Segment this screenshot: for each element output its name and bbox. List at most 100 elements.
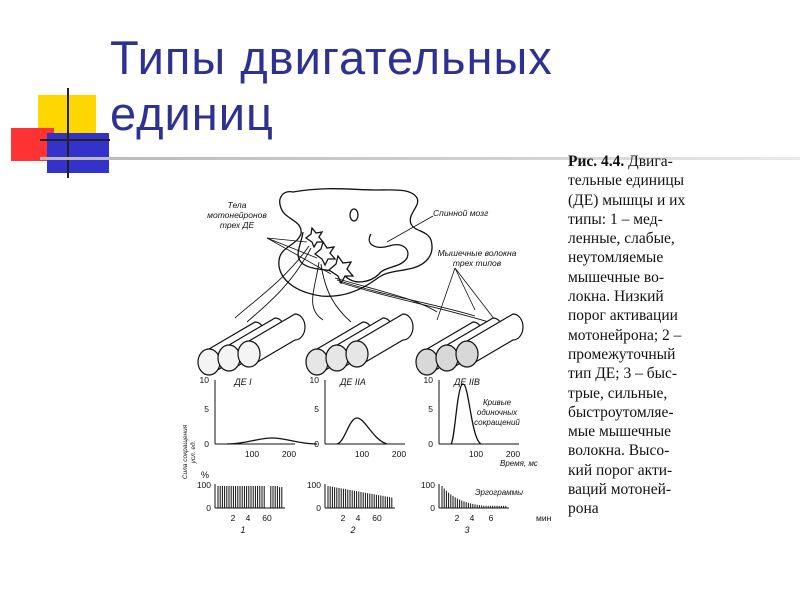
caption-line: быстроутомляе- [568,403,740,422]
caption-text: локна. Низкий [568,288,664,306]
panel-title: ДЕ IIB [453,377,480,387]
deco-vertical-line [67,88,69,178]
motoneuron-2 [313,240,337,267]
muscle-fiber-end [237,340,261,368]
ergogram-x-tick: 60 [372,513,382,523]
twitch-y-tick: 0 [204,439,209,449]
caption-line: мышечные во- [568,268,740,287]
caption-line: промежуточный [568,345,740,364]
label-muscle-fibers-2: трех типов [453,258,502,268]
twitch-x-tick: 100 [245,449,259,459]
caption-line: (ДЕ) мышцы и их [568,191,740,210]
muscle-fiber-end [435,344,459,372]
twitch-y-tick: 5 [428,404,433,414]
caption-text: мые мышечные [568,423,672,441]
twitch-y-tick: 0 [314,439,319,449]
caption-text: мышечные во- [568,268,665,286]
panel-number: 3 [464,525,469,535]
caption-line: типы: 1 – мед- [568,210,740,229]
title-underline [40,157,800,160]
label-muscle-fibers-1: Мышечные волокна [438,248,517,258]
label-time-axis: Время, мс [500,459,538,468]
twitch-y-tick: 10 [310,375,320,385]
ergogram-x-tick: 4 [246,513,251,523]
ergogram-y-tick: 0 [206,503,211,513]
twitch-y-tick: 0 [428,439,433,449]
panel-title: ДЕ IIA [339,377,366,387]
caption-line: рона [568,499,740,518]
caption-text: типы: 1 – мед- [568,210,663,228]
caption-text: тельные единицы [568,172,685,190]
muscle-fiber-body [248,313,306,368]
ergogram-y-tick: 0 [430,503,435,513]
ergogram-y-tick: 100 [197,480,211,490]
twitch-x-tick: 200 [282,449,296,459]
spinal-cord-outline [278,188,433,297]
ergogram-x-tick: 2 [455,513,460,523]
caption-line: ваций мотоней- [568,480,740,499]
figure-caption: Рис. 4.4. Двига-тельные единицы(ДЕ) мышц… [568,152,740,519]
label-ergograms: Эргограммы [475,488,523,497]
caption-line: тип ДЕ; 3 – быс- [568,364,740,383]
deco-horizontal-line [40,139,110,141]
label-force-axis-1: Сила сокращения [182,424,189,479]
panel-number: 2 [349,525,355,535]
ergogram-x-tick: 4 [356,513,361,523]
ergogram-y-tick: 0 [316,503,321,513]
twitch-y-tick: 10 [200,375,210,385]
muscle-fiber-end [217,344,241,372]
label-curves-3: сокращений [474,418,520,427]
caption-text: промежуточный [568,345,676,363]
motor-units-figure: Тела мотонейронов трех ДЕ Спинной мозг М… [182,188,552,535]
caption-text: трые, сильные, [568,384,668,402]
caption-line: Рис. 4.4. Двига- [568,152,740,171]
slide-title: Типы двигательных единиц [110,30,670,142]
motoneuron-1 [304,226,325,249]
caption-line: волокна. Высо- [568,441,740,460]
caption-text: волокна. Высо- [568,442,670,460]
caption-line: локна. Низкий [568,287,740,306]
caption-line: порог активации [568,306,740,325]
grey-matter-outline [297,231,409,283]
label-force-axis-2: усл. ед. [189,440,197,464]
ergogram-x-tick: 2 [231,513,236,523]
caption-text: рона [568,500,599,518]
muscle-fiber-end [455,340,479,368]
caption-text: мотонейрона; 2 – [568,326,682,344]
ergogram-y-tick: 100 [421,480,435,490]
label-motoneuron-bodies-3: трех ДЕ [220,220,255,230]
twitch-y-tick: 10 [424,375,434,385]
deco-square-red [11,128,54,161]
central-canal [349,208,359,222]
muscle-fiber-end [415,348,439,376]
caption-text: ленные, слабые, [568,230,675,248]
twitch-curve [336,417,388,445]
twitch-y-tick: 5 [314,404,319,414]
caption-text: кий порог акти- [568,461,673,479]
twitch-x-tick: 100 [355,449,369,459]
label-curves-2: одиночных [477,408,518,417]
caption-line: ленные, слабые, [568,229,740,248]
ergogram-x-tick: 4 [470,513,475,523]
label-percent-axis: % [201,470,209,480]
ergogram-x-tick: 6 [489,513,494,523]
label-motoneuron-bodies-2: мотонейронов [207,210,267,220]
ergogram-y-tick: 100 [307,480,321,490]
caption-text: (ДЕ) мышцы и их [568,191,686,209]
caption-text: быстроутомляе- [568,403,674,421]
caption-text: порог активации [568,307,678,325]
panel-title: ДЕ I [233,377,252,387]
caption-line: тельные единицы [568,171,740,190]
twitch-x-tick: 200 [392,449,406,459]
muscle-fiber-end [345,340,369,368]
muscle-fiber-end [197,348,221,376]
caption-text: тип ДЕ; 3 – быс- [568,365,678,383]
caption-line: кий порог акти- [568,461,740,480]
muscle-fiber-body [356,313,414,368]
caption-text: ваций мотоней- [568,481,672,499]
caption-text: Двига- [628,153,673,170]
twitch-x-tick: 100 [469,449,483,459]
twitch-y-tick: 5 [204,404,209,414]
muscle-fiber-end [305,348,329,376]
caption-line: мотонейрона; 2 – [568,326,740,345]
